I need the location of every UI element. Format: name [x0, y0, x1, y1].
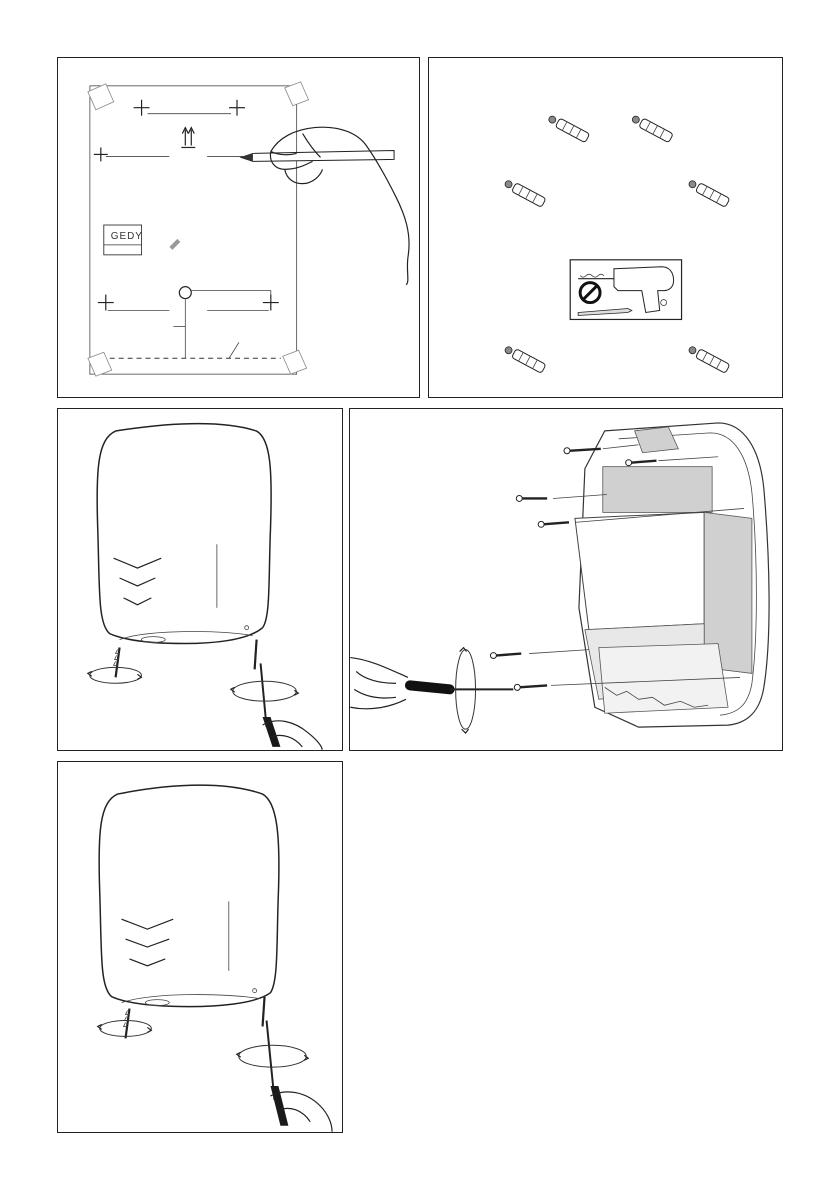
- wall-plug-6: [687, 344, 730, 373]
- up-arrows-symbol: [181, 128, 195, 148]
- panel-cover-screws-removal: [57, 408, 343, 751]
- wall-plugs-illustration: [429, 58, 782, 397]
- brand-logo: GEDY: [104, 225, 143, 255]
- screwdriver-icon: [261, 663, 281, 746]
- cover-removal-illustration: [58, 409, 342, 750]
- brand-logo-text: GEDY: [111, 231, 143, 242]
- pin-icon: [169, 239, 180, 250]
- hand-dryer-cover: [97, 424, 271, 644]
- rotate-arrow-icon: [237, 1045, 308, 1067]
- screwdriver-icon: [410, 685, 513, 689]
- screw-left: [124, 1009, 130, 1039]
- hand-dryer-cover: [99, 785, 279, 1006]
- crosshair-top-right: [229, 100, 245, 116]
- screw-left: [114, 648, 120, 678]
- panel-wall-plugs: [428, 57, 783, 398]
- panel-unit-mounting: [349, 408, 783, 751]
- crosshair-top-left: [134, 100, 150, 116]
- rotate-arrow-icon: [98, 1020, 152, 1036]
- mounting-screw-5: [490, 650, 588, 659]
- wall-plug-3: [503, 178, 546, 207]
- panel-template-marking: GEDY: [57, 57, 420, 398]
- tape-bottom-right: [283, 350, 307, 374]
- cable-entry-circle: [179, 287, 191, 299]
- rotate-arrow-icon: [88, 667, 142, 683]
- screwdriver-icon: [267, 1020, 289, 1125]
- cover-refit-illustration: [58, 762, 342, 1132]
- wall-plug-4: [687, 178, 730, 207]
- hand-holding-screwdriver: [350, 658, 408, 709]
- tape-top-left: [88, 84, 114, 110]
- tape-bottom-left: [88, 352, 112, 376]
- screw-right: [263, 997, 265, 1027]
- wall-plug-1: [547, 114, 590, 143]
- wall-plug-5: [503, 344, 546, 373]
- no-hammer-drill-icon: [570, 260, 681, 320]
- unit-mounting-illustration: [350, 409, 782, 750]
- wall-plug-2: [630, 114, 673, 143]
- panel-cover-screws-refit: [57, 761, 343, 1133]
- crosshair-bottom-left: [98, 295, 114, 311]
- template-marking-illustration: GEDY: [58, 58, 419, 397]
- crosshair-middle-left: [94, 147, 108, 161]
- screw-right: [255, 640, 257, 670]
